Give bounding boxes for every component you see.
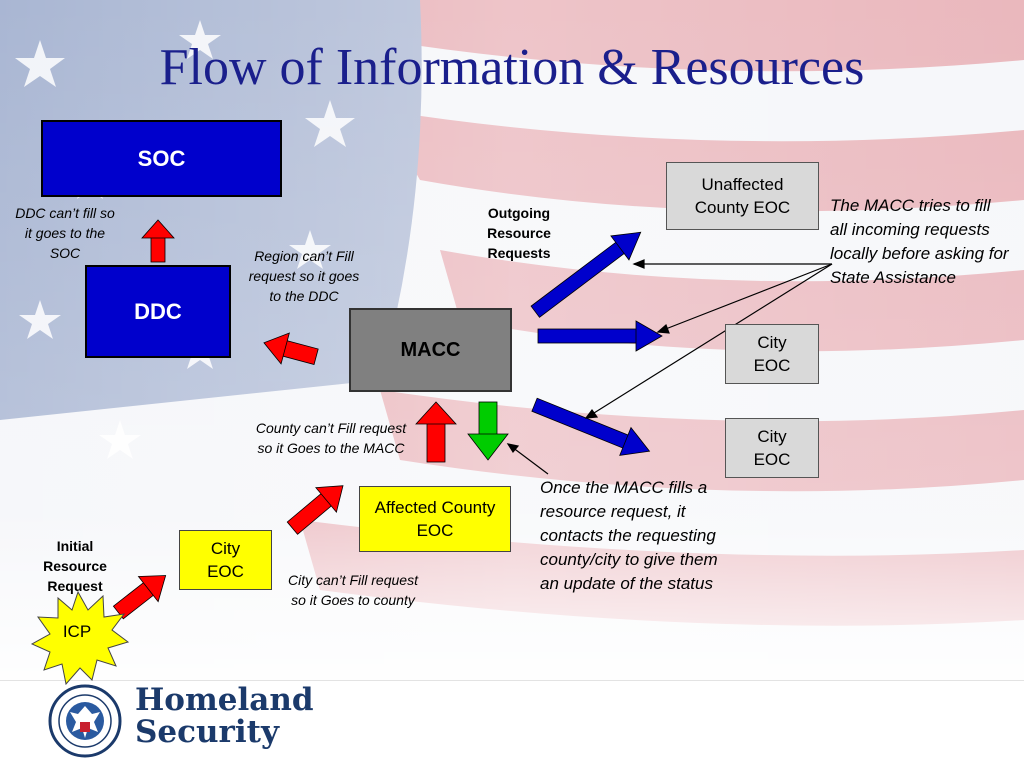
initial-request-label: Initial Resource Request bbox=[43, 538, 107, 594]
macc-fills-note: Once the MACC fills a resource request, … bbox=[540, 478, 718, 593]
footer-bar bbox=[0, 680, 1024, 769]
city-eoc-right-box-2: City EOC bbox=[725, 418, 819, 478]
macc-tries-pointer-lines bbox=[584, 259, 833, 419]
response-arrow-macc-down bbox=[467, 401, 509, 461]
ddc-note: DDC can’t fill so it goes to the SOC bbox=[15, 205, 115, 261]
outgoing-requests-label: Outgoing Resource Requests bbox=[487, 205, 551, 261]
escalate-arrow-ddc-to-soc bbox=[141, 219, 175, 263]
county-note: County can’t Fill request so it Goes to … bbox=[255, 420, 407, 456]
macc-box: MACC bbox=[349, 308, 512, 392]
icp-starburst-shape bbox=[30, 590, 130, 686]
city-note: City can’t Fill request so it Goes to co… bbox=[288, 572, 418, 608]
escalate-arrow-city-to-county bbox=[286, 485, 344, 535]
escalate-arrow-icp-to-city bbox=[112, 575, 167, 620]
slide-title: Flow of Information & Resources bbox=[159, 39, 865, 96]
macc-tries-note: The MACC tries to fill all incoming requ… bbox=[830, 196, 1009, 287]
outgoing-arrow-to-city-eoc-1 bbox=[537, 320, 663, 352]
city-eoc-left-box: City EOC bbox=[179, 530, 272, 590]
outgoing-arrow-to-city-eoc-2 bbox=[531, 397, 651, 456]
icp-label: ICP bbox=[62, 622, 92, 641]
outgoing-arrow-to-unaffected-county bbox=[530, 231, 642, 318]
ddc-box: DDC bbox=[85, 265, 231, 358]
logo-security: Security bbox=[135, 714, 279, 750]
affected-county-eoc-box: Affected County EOC bbox=[359, 486, 511, 552]
logo-homeland: Homeland bbox=[135, 682, 314, 718]
macc-fills-pointer-line bbox=[506, 443, 549, 475]
soc-box: SOC bbox=[41, 120, 282, 197]
dhs-seal-icon bbox=[48, 684, 122, 758]
region-note: Region can’t Fill request so it goes to … bbox=[248, 248, 360, 304]
escalate-arrow-county-to-macc bbox=[415, 401, 457, 463]
unaffected-county-eoc-box: Unaffected County EOC bbox=[666, 162, 819, 230]
escalate-arrow-macc-to-ddc bbox=[263, 332, 319, 365]
city-eoc-right-box-1: City EOC bbox=[725, 324, 819, 384]
